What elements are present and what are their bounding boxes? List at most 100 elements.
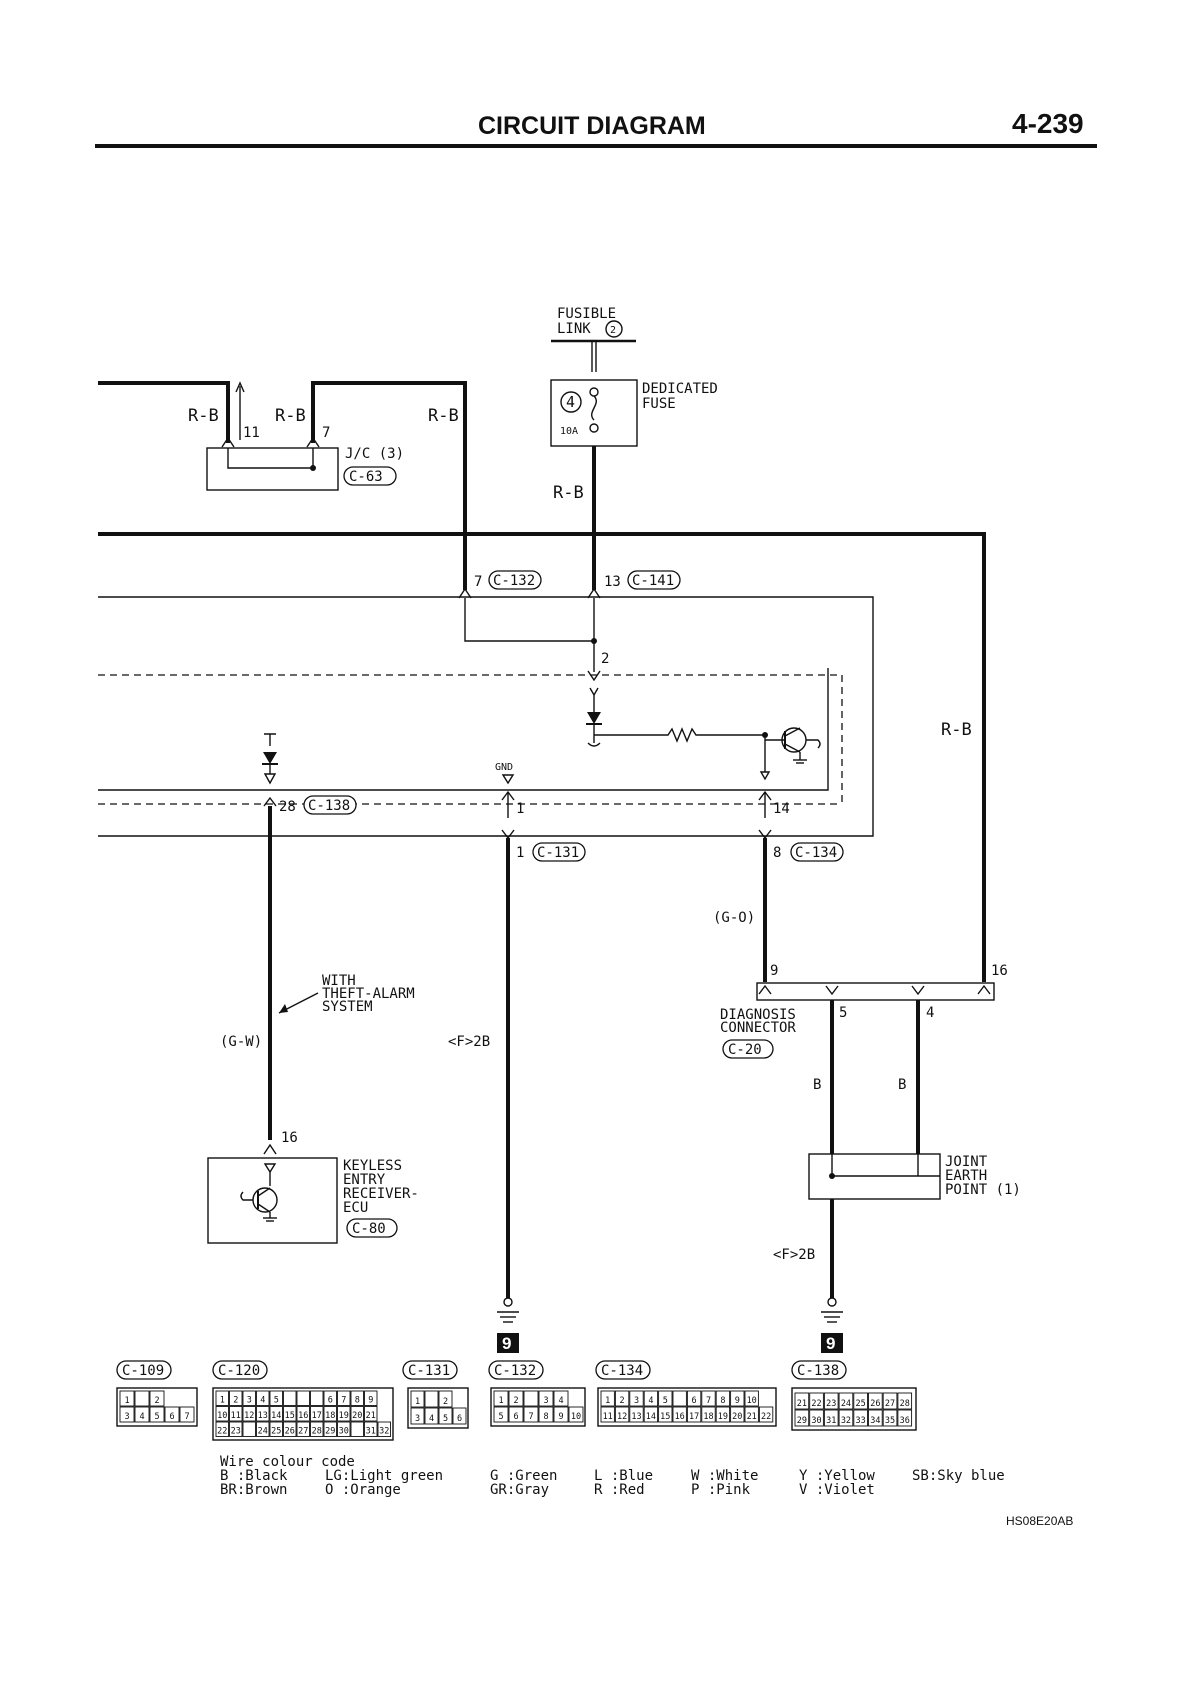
connector-pin-number: 4 bbox=[429, 1414, 434, 1424]
connector-cavity bbox=[149, 1390, 165, 1407]
connector-cavity bbox=[882, 1409, 898, 1427]
legend-col2-0: LG:Light green bbox=[325, 1468, 443, 1484]
wire-label-rb-right: R-B bbox=[941, 720, 972, 740]
legend-col1-1: BR:Brown bbox=[220, 1482, 287, 1498]
connector-pin-number: 5 bbox=[498, 1412, 503, 1422]
svg-text:C-138: C-138 bbox=[308, 798, 350, 814]
c134-inner-pin: 14 bbox=[773, 801, 790, 817]
connector-pin-number: 1 bbox=[498, 1396, 503, 1406]
connector-cavity bbox=[364, 1421, 378, 1437]
legend-col4-0: L :Blue bbox=[594, 1468, 653, 1484]
c138-inner-arrow bbox=[263, 796, 277, 807]
diag-pin16-arrow bbox=[977, 984, 991, 995]
wire-colour-legend: Wire colour code B :Black BR:Brown LG:Li… bbox=[220, 1454, 1005, 1498]
connector-cavity bbox=[229, 1390, 243, 1406]
legend-col5-0: W :White bbox=[691, 1468, 758, 1484]
connector-cavity bbox=[553, 1390, 569, 1407]
legend-col4-1: R :Red bbox=[594, 1482, 645, 1498]
connector-cavity bbox=[410, 1390, 425, 1408]
connector-pin-number: 10 bbox=[217, 1411, 227, 1421]
connector-cavity bbox=[629, 1406, 644, 1423]
connector-cavity bbox=[283, 1406, 297, 1422]
c138-pin: 28 bbox=[279, 799, 296, 815]
connector-pin-number: 24 bbox=[841, 1399, 851, 1409]
page-title: CIRCUIT DIAGRAM bbox=[478, 112, 706, 140]
connector-cavity bbox=[686, 1406, 702, 1423]
diag-label-2: CONNECTOR bbox=[720, 1020, 796, 1036]
connector-cavity bbox=[323, 1421, 337, 1437]
connector-cavity bbox=[323, 1390, 337, 1406]
legend-col3-0: G :Green bbox=[490, 1468, 557, 1484]
diagnosis-connector-box bbox=[756, 982, 995, 1001]
page-number: 4-239 bbox=[1012, 108, 1084, 139]
connector-pin-number: 2 bbox=[233, 1396, 238, 1406]
connector-pin-number: 18 bbox=[325, 1411, 335, 1421]
connector-pin-number: 12 bbox=[617, 1412, 627, 1422]
connector-cavity bbox=[794, 1392, 810, 1410]
connector-cavity bbox=[179, 1406, 195, 1423]
connector-cavity bbox=[323, 1406, 337, 1422]
connector-cavity bbox=[452, 1407, 467, 1425]
jc-internal-bus bbox=[227, 448, 314, 469]
connector-cavity bbox=[377, 1421, 391, 1437]
c141-code: C-141 bbox=[627, 570, 681, 590]
connector-cavity bbox=[568, 1406, 584, 1423]
connector-pin-number: 16 bbox=[298, 1411, 308, 1421]
ecu-inner-dashed-top bbox=[98, 674, 843, 804]
connector-cavity bbox=[744, 1406, 759, 1423]
connector-pin-number: 7 bbox=[706, 1396, 711, 1406]
connector-pin-number: 31 bbox=[826, 1416, 836, 1426]
earth-symbol-left bbox=[497, 1297, 519, 1323]
theft-note-arrow bbox=[279, 1004, 288, 1013]
connector-pin-number: 21 bbox=[366, 1411, 376, 1421]
theft-note-3: SYSTEM bbox=[322, 999, 373, 1015]
transistor-symbol bbox=[765, 727, 821, 764]
connector-pin-number: 6 bbox=[692, 1396, 697, 1406]
connector-cavity bbox=[256, 1421, 270, 1437]
diag-pin-5: 5 bbox=[839, 1005, 847, 1021]
connector-pin-number: 26 bbox=[285, 1427, 295, 1437]
connector-cavity bbox=[269, 1390, 283, 1406]
connector-pin-number: 22 bbox=[217, 1427, 227, 1437]
jc-pin-7: 7 bbox=[322, 425, 330, 441]
connector-cavity bbox=[853, 1409, 868, 1427]
connector-pin-number: 29 bbox=[797, 1416, 807, 1426]
connector-pin-number: 30 bbox=[811, 1416, 821, 1426]
svg-text:C-80: C-80 bbox=[352, 1221, 386, 1237]
svg-text:C-132: C-132 bbox=[494, 1363, 536, 1379]
wire-label-f2b-left: <F>2B bbox=[448, 1034, 490, 1050]
connector-cavity bbox=[215, 1390, 229, 1406]
svg-text:C-120: C-120 bbox=[218, 1363, 260, 1379]
connector-pin-number: 21 bbox=[747, 1412, 757, 1422]
connector-pin-number: 27 bbox=[298, 1427, 308, 1437]
c141-pin: 13 bbox=[604, 574, 621, 590]
connector-pin-number: 24 bbox=[258, 1427, 268, 1437]
wire-rb-to-diag-16 bbox=[98, 532, 986, 982]
connector-cavity bbox=[269, 1421, 283, 1437]
diag-pin-9: 9 bbox=[770, 963, 778, 979]
earth-badge-right: 9 bbox=[821, 1333, 843, 1353]
connector-cavity bbox=[758, 1406, 774, 1423]
connector-cavity bbox=[523, 1390, 539, 1407]
connector-pin-number: 9 bbox=[368, 1396, 373, 1406]
connector-cavity bbox=[410, 1407, 425, 1425]
connector-cavity bbox=[701, 1390, 716, 1407]
connector-cavity bbox=[337, 1421, 351, 1437]
wire-label-rb-1: R-B bbox=[188, 406, 219, 426]
connector-cavity bbox=[310, 1390, 324, 1406]
connector-cavity bbox=[629, 1390, 644, 1407]
keyless-code: C-80 bbox=[346, 1218, 398, 1238]
connector-pin-number: 1 bbox=[220, 1396, 225, 1406]
connector-pin-number: 19 bbox=[339, 1411, 349, 1421]
gnd-arrow bbox=[501, 774, 515, 785]
connector-cavity bbox=[600, 1390, 615, 1407]
connector-pin-number: 2 bbox=[154, 1396, 159, 1406]
jc-label: J/C (3) bbox=[345, 446, 404, 462]
connector-pin-number: 5 bbox=[663, 1396, 668, 1406]
connector-cavity bbox=[508, 1406, 524, 1423]
svg-text:C-63: C-63 bbox=[349, 469, 383, 485]
connector-pin-number: 3 bbox=[634, 1396, 639, 1406]
connector-cavity bbox=[242, 1406, 256, 1422]
connector-cavity bbox=[794, 1409, 810, 1427]
